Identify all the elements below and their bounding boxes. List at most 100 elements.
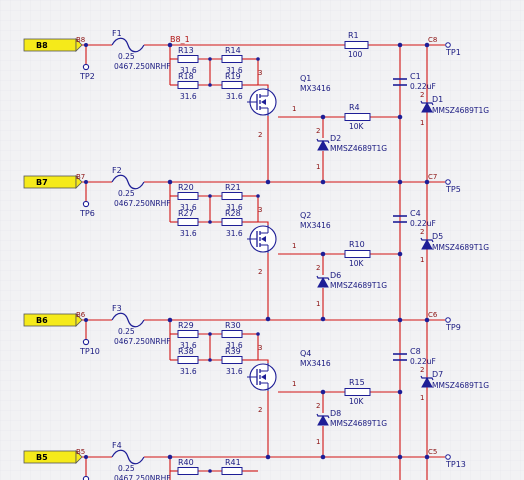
mosfet-designator: Q4	[300, 349, 311, 358]
fuse-designator: F2	[112, 166, 122, 175]
output-pin-label: C6	[428, 311, 438, 319]
mosfet-pin-number: 2	[258, 268, 262, 276]
junction-dot	[208, 220, 212, 224]
output-test-point-label: TP13	[445, 460, 466, 469]
resistor-body	[221, 467, 243, 475]
fuse-value: 0.25	[118, 52, 135, 61]
resistor-body	[344, 250, 371, 258]
junction-dot	[167, 42, 173, 48]
port-box	[23, 313, 77, 327]
diode-pin-number: 2	[420, 228, 424, 236]
junction-dot	[424, 317, 430, 323]
zener-diode-symbol	[317, 139, 329, 151]
junction-dot	[397, 251, 403, 257]
resistor-value: 31.6	[226, 229, 243, 238]
port-label: B6	[36, 316, 48, 325]
mosfet-designator: Q1	[300, 74, 311, 83]
port-label: B7	[36, 178, 48, 187]
component-layer	[23, 37, 451, 480]
diode-designator: D5	[432, 232, 443, 241]
diode-pin-number: 2	[316, 402, 320, 410]
test-point-label: TP10	[79, 347, 100, 356]
resistor-value: 10K	[349, 259, 365, 268]
port-box	[23, 38, 77, 52]
resistor-designator: R38	[178, 347, 194, 356]
output-pin-label: C5	[428, 448, 437, 456]
fuse-part: 0467.250NRHF	[114, 62, 171, 71]
resistor-body	[177, 218, 199, 226]
diode-designator: D2	[330, 134, 341, 143]
resistor-designator: R28	[225, 209, 241, 218]
port-box	[23, 450, 77, 464]
mosfet-part: MX3416	[300, 84, 331, 93]
resistor-body	[221, 356, 243, 364]
junction-dot	[265, 454, 271, 460]
port-box	[23, 175, 77, 189]
test-point	[82, 338, 90, 346]
junction-dot	[320, 114, 326, 120]
output-test-point-label: TP1	[445, 48, 461, 57]
zener-diode-bar	[316, 413, 330, 419]
port-label: B5	[36, 453, 48, 462]
junction-dot	[84, 180, 88, 184]
junction-dot	[397, 42, 403, 48]
zener-diode-bar	[420, 100, 434, 106]
fuse-value: 0.25	[118, 189, 135, 198]
resistor-value: 31.6	[180, 367, 197, 376]
resistor-designator: R21	[225, 183, 241, 192]
junction-dot	[167, 179, 173, 185]
mosfet-pin-number: 3	[258, 69, 262, 77]
mosfet-pin-number: 1	[292, 105, 296, 113]
resistor-body	[221, 218, 243, 226]
capacitor-value: 0.22uF	[410, 219, 436, 228]
junction-dot	[424, 179, 430, 185]
resistor-designator: R18	[178, 72, 194, 81]
junction-dot	[256, 194, 260, 198]
junction-dot	[424, 42, 430, 48]
mosfet-pin-number: 2	[258, 406, 262, 414]
port-arrow	[75, 450, 83, 464]
diode-designator: D1	[432, 95, 443, 104]
zener-diode-symbol	[317, 414, 329, 426]
junction-dot	[397, 317, 403, 323]
fuse-symbol	[111, 449, 145, 465]
mosfet-pin-number: 1	[292, 380, 296, 388]
junction-dot	[256, 332, 260, 336]
output-test-point-label: TP5	[445, 185, 461, 194]
diode-pin-number: 2	[420, 366, 424, 374]
resistor-value: 31.6	[226, 341, 243, 350]
zener-diode-bar	[316, 275, 330, 281]
test-point	[82, 63, 90, 71]
diode-pin-number: 2	[420, 91, 424, 99]
diode-part: MMSZ4689T1G	[432, 243, 489, 252]
resistor-value: 100	[348, 50, 363, 59]
diode-part: MMSZ4689T1G	[330, 281, 387, 290]
resistor-designator: R29	[178, 321, 194, 330]
diode-part: MMSZ4689T1G	[330, 144, 387, 153]
resistor-body	[177, 192, 199, 200]
diode-pin-number: 1	[316, 438, 320, 446]
resistor-value: 31.6	[226, 66, 243, 75]
diode-designator: D7	[432, 370, 443, 379]
resistor-designator: R10	[349, 240, 365, 249]
mosfet-designator: Q2	[300, 211, 311, 220]
junction-dot	[397, 389, 403, 395]
port-pin-label: B5	[76, 448, 85, 456]
resistor-value: 31.6	[180, 341, 197, 350]
junction-dot	[84, 318, 88, 322]
fuse-symbol	[111, 174, 145, 190]
resistor-value: 31.6	[180, 66, 197, 75]
capacitor-value: 0.22uF	[410, 82, 436, 91]
junction-dot	[84, 43, 88, 47]
junction-dot	[424, 454, 430, 460]
resistor-body	[221, 192, 243, 200]
junction-dot	[208, 469, 212, 473]
output-pin-circle	[445, 179, 451, 185]
zener-diode-symbol	[421, 376, 433, 388]
diode-designator: D6	[330, 271, 341, 280]
test-point	[82, 200, 90, 208]
fuse-designator: F3	[112, 304, 122, 313]
net-label: B8_1	[170, 35, 190, 44]
